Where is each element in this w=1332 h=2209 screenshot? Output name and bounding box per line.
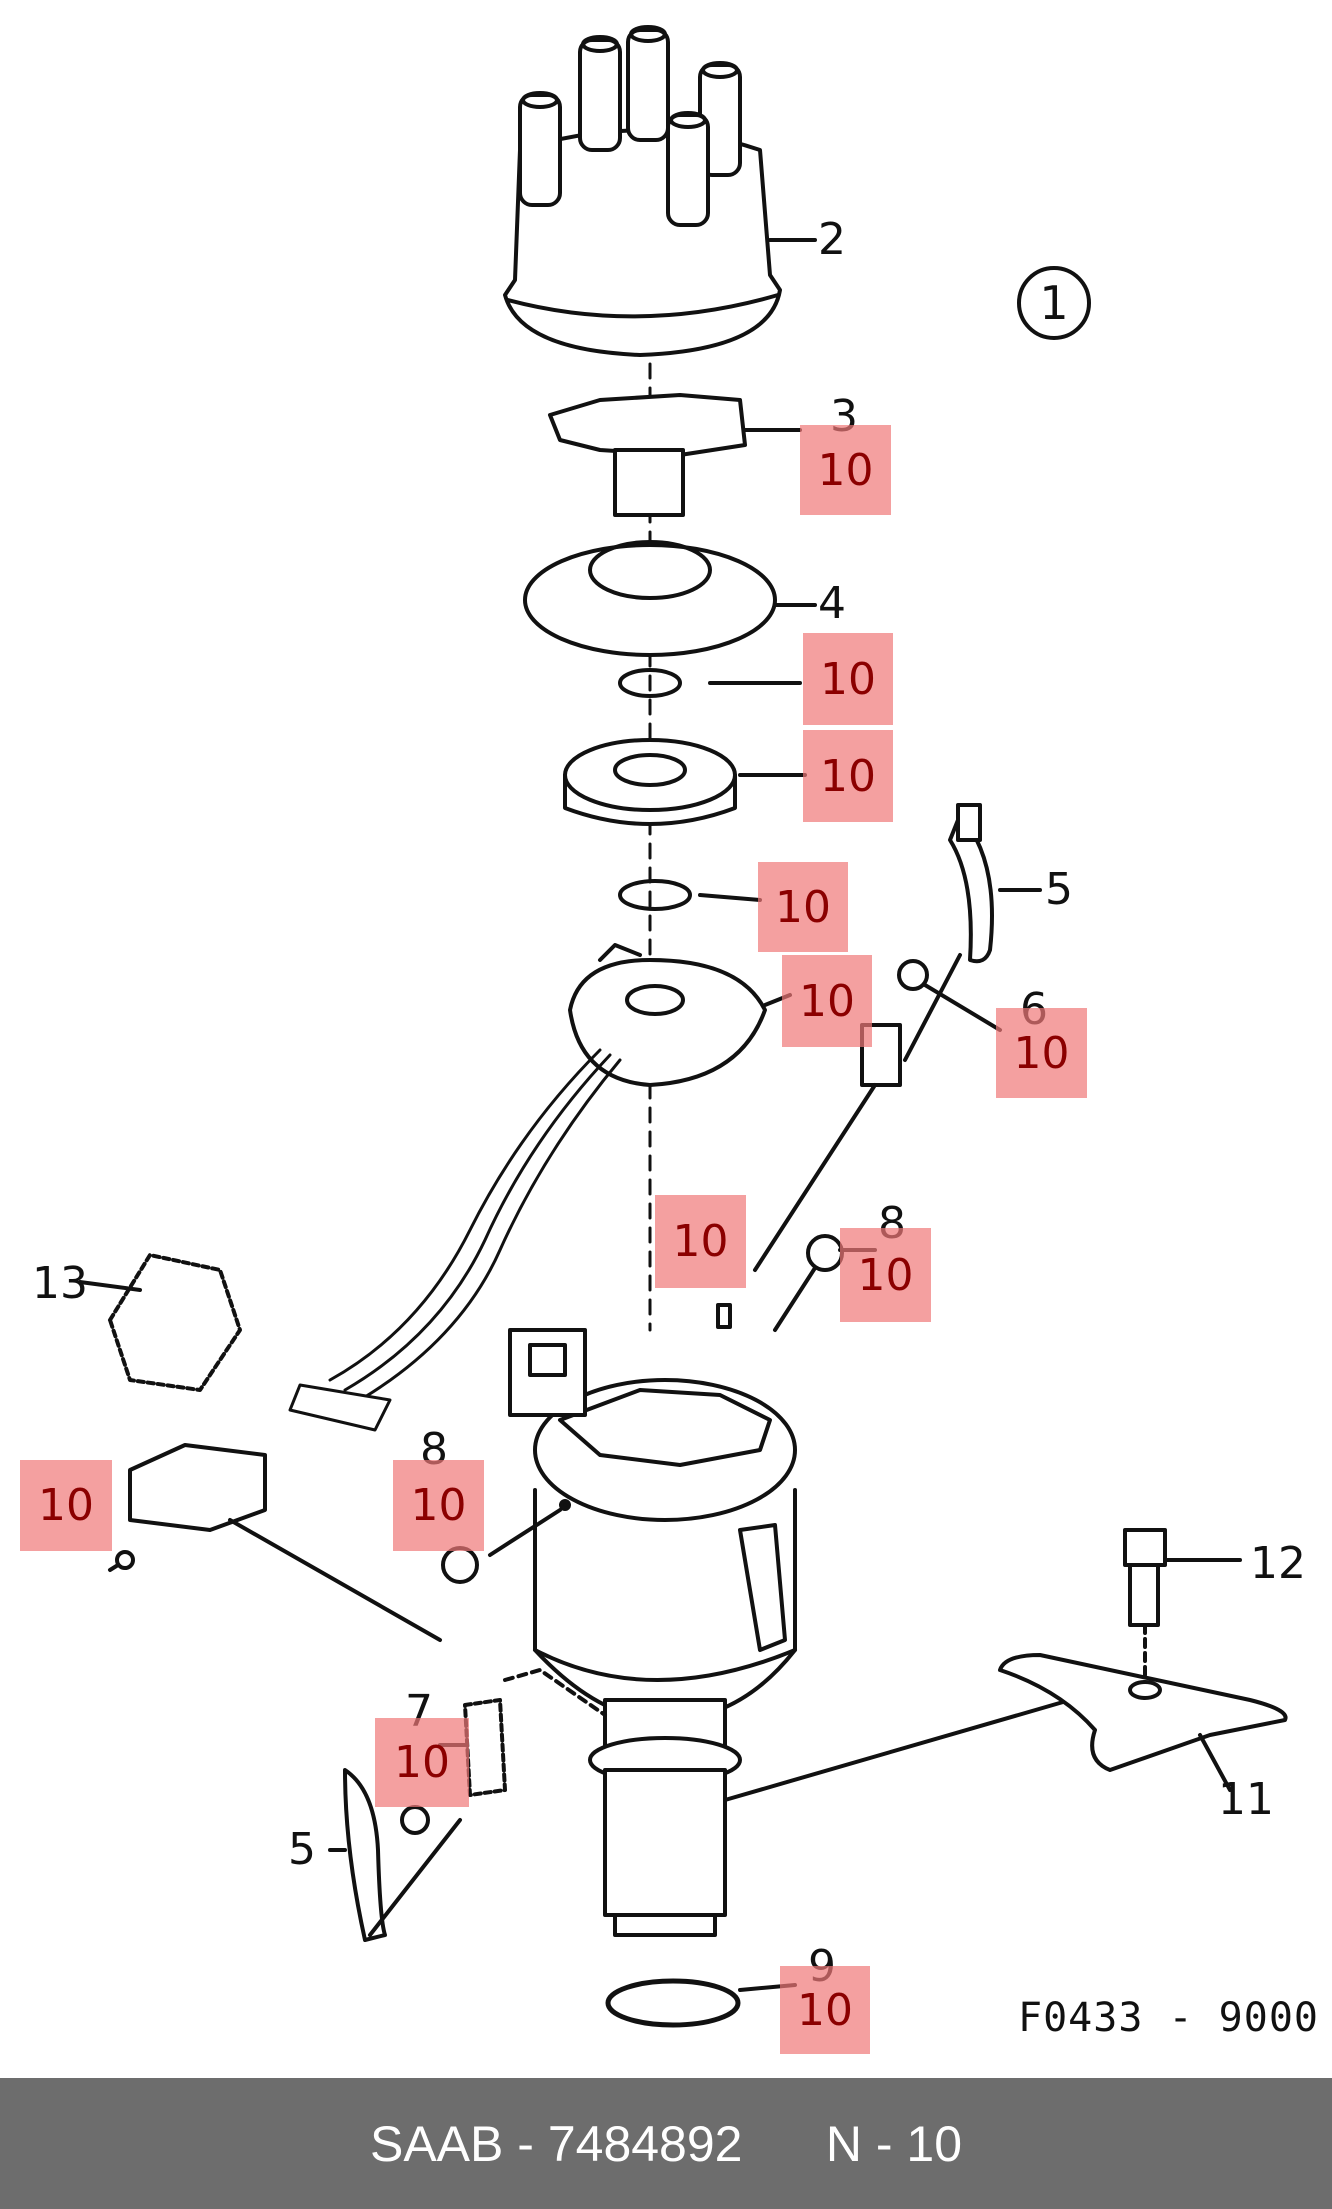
part-label-5-left: 5: [288, 1824, 316, 1875]
screw-8-right: [773, 1234, 877, 1332]
screw-8-left: [441, 1546, 479, 1584]
sensor-plate: [568, 943, 792, 1087]
callout-ring-upper[interactable]: 10: [803, 633, 893, 725]
sealing-ring: [605, 1978, 741, 2028]
part-label-12: 12: [1250, 1538, 1306, 1589]
footer-bar: SAAB - 7484892 N - 10: [0, 2078, 1332, 2209]
exploded-parts-drawing: [78, 25, 1288, 2028]
diagram-canvas: 1 2 3 4 5 6 8 13 8 12 7 11 5 9 10 10 10 …: [20, 25, 1319, 2054]
footer-part-number: 7484892: [547, 2115, 743, 2172]
callout-rotor[interactable]: 10: [800, 425, 891, 515]
connector-housing: [78, 1253, 242, 1392]
distributor-body: [488, 1328, 1072, 1937]
view-marker: 1: [1017, 266, 1091, 340]
clip-left: [328, 1768, 462, 1942]
callout-sealing-ring[interactable]: 10: [780, 1966, 870, 2054]
retaining-ring-lower: [618, 879, 692, 911]
callout-sensor-plate[interactable]: 10: [782, 955, 872, 1047]
pin: [716, 1303, 732, 1329]
part-label-5-right: 5: [1045, 864, 1073, 915]
bolt-12: [1123, 1528, 1242, 1692]
wiring-harness: [288, 1048, 622, 1432]
footer-separator: -: [503, 2115, 548, 2172]
footer-brand: SAAB: [369, 2115, 504, 2172]
part-label-11: 11: [1218, 1774, 1274, 1825]
callout-connector-plug[interactable]: 10: [20, 1460, 112, 1551]
connector-plug: [108, 1443, 442, 1642]
callout-screw-8-right[interactable]: 10: [840, 1228, 931, 1322]
distributor-cap: [503, 25, 817, 357]
callout-pin[interactable]: 10: [655, 1195, 746, 1288]
callout-bearing-plate[interactable]: 10: [803, 730, 893, 822]
part-label-4: 4: [818, 578, 846, 629]
callout-bracket-7[interactable]: 10: [375, 1718, 469, 1807]
footer-gap: [742, 2115, 825, 2173]
callout-ring-lower[interactable]: 10: [758, 862, 848, 952]
footer-section: N - 10: [825, 2115, 963, 2172]
part-label-2: 2: [818, 214, 846, 265]
rotor: [548, 393, 802, 517]
bracket-11: [998, 1653, 1288, 1792]
dust-shield: [523, 540, 817, 657]
figure-code: F0433 - 9000: [1018, 1995, 1319, 2041]
part-label-13: 13: [32, 1258, 88, 1309]
callout-bolt-6[interactable]: 10: [996, 1008, 1087, 1098]
retaining-ring-upper: [618, 668, 682, 698]
callout-screw-8-left[interactable]: 10: [393, 1460, 484, 1551]
clip-right: [903, 803, 1042, 1062]
bearing-plate: [563, 738, 807, 826]
